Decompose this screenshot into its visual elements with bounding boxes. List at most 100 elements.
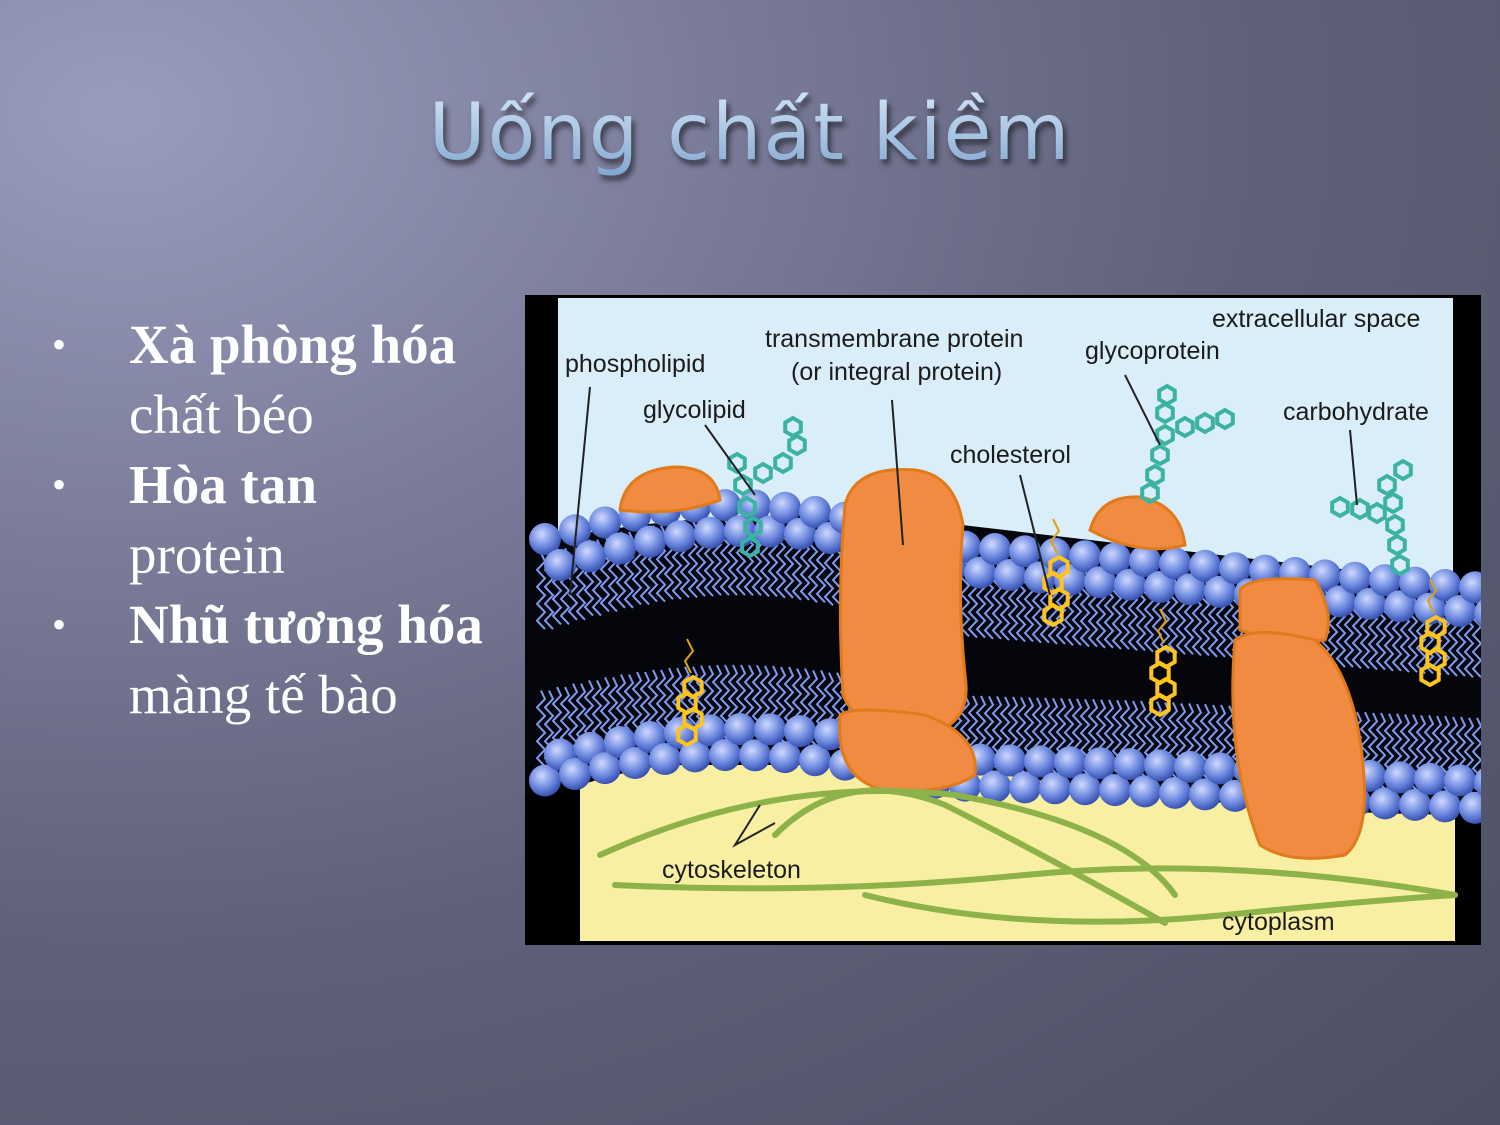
lipid-head [1474, 768, 1481, 796]
lipid-head [1219, 552, 1251, 585]
lipid-head [1204, 575, 1236, 608]
peripheral-protein [618, 465, 722, 514]
lipid-tail [535, 552, 547, 630]
sugar-ring [1195, 411, 1215, 435]
lipid-head [799, 495, 831, 528]
cytoskeleton-fiber [612, 865, 1458, 898]
label-transmembrane-2: (or integral protein) [791, 358, 1002, 386]
transmembrane-protein [838, 467, 968, 737]
transmembrane-protein [1231, 631, 1367, 860]
lipid-head [634, 525, 666, 558]
sugar-ring [753, 461, 773, 485]
cholesterol-tail [1426, 578, 1438, 614]
cholesterol-ring [1425, 614, 1447, 640]
lipid-head [604, 532, 636, 565]
cytoskeleton-fiber [772, 787, 1168, 926]
lipid-head [814, 718, 846, 751]
label-cytoplasm: cytoplasm [1222, 908, 1335, 936]
lipid-head [979, 770, 1011, 803]
lipid-head [769, 741, 801, 774]
sugar-ring [1175, 415, 1195, 439]
lipid-head [1384, 590, 1416, 623]
lipid-head [1399, 788, 1431, 821]
cholesterol-tail [683, 638, 695, 674]
lipid-head [1084, 747, 1116, 780]
lipid-head [529, 523, 561, 556]
cholesterol-ring [1155, 644, 1177, 670]
lipid-head [1024, 745, 1056, 778]
lipid-head [1429, 569, 1461, 601]
sugar-ring [1155, 401, 1175, 425]
lipid-head [1369, 787, 1401, 820]
lipid-head [1204, 752, 1236, 785]
lipid-head [1114, 748, 1146, 781]
lipid-head [769, 491, 801, 524]
lipid-head [1414, 762, 1446, 795]
label-phospholipid: phospholipid [565, 350, 705, 378]
sugar-ring [737, 495, 757, 519]
cholesterol-ring [1042, 602, 1064, 628]
lipid-head [964, 556, 996, 589]
lipid-head [1444, 764, 1476, 797]
sugar-ring [1390, 553, 1410, 577]
sugar-ring [787, 433, 807, 457]
cholesterol-ring [676, 722, 698, 748]
label-glycolipid: glycolipid [643, 396, 746, 424]
bullet-dot-icon: • [52, 462, 67, 507]
sugar-ring [1155, 423, 1175, 447]
lipid-head [1129, 545, 1161, 577]
cholesterol-ring [1155, 676, 1177, 702]
bullet-item: • Nhũ tương hóa màng tế bào [52, 590, 522, 730]
sugar-ring [1377, 473, 1397, 497]
membrane-svg: extracellular space phospholipid transme… [525, 295, 1481, 945]
lipid-head [784, 715, 816, 748]
bullet-item: • Hòa tan protein [52, 450, 522, 590]
bullet-dot-icon: • [52, 602, 67, 647]
sugar-ring [1387, 533, 1407, 557]
sugar-ring [740, 535, 760, 559]
membrane-proteins [618, 465, 1367, 860]
lipid-head [1054, 746, 1086, 779]
bullet-list: • Xà phòng hóa chất béo • Hòa tan protei… [52, 310, 522, 730]
bullet-text: protein [129, 524, 285, 585]
bullet-bold-text: Xà phòng hóa [129, 314, 457, 375]
lipid-head [1354, 587, 1386, 620]
leader-line [1019, 474, 1051, 596]
bullet-item: • Xà phòng hóa chất béo [52, 310, 522, 450]
label-cytoskeleton: cytoskeleton [662, 856, 801, 884]
sugar-ring [783, 415, 803, 439]
sugar-ring [1350, 497, 1370, 521]
cholesterol-tail [1156, 608, 1168, 644]
bullet-bold-text: Hòa tan [129, 454, 317, 515]
lipid-head [664, 520, 696, 553]
lipid-head [1189, 778, 1221, 811]
lipid-head [1144, 749, 1176, 782]
label-cholesterol: cholesterol [950, 441, 1071, 469]
sugar-ring [743, 515, 763, 539]
lipid-head [1069, 773, 1101, 806]
sugar-ring [1393, 458, 1413, 482]
lipid-head [1099, 542, 1131, 575]
lipid-head [589, 506, 621, 539]
leader-line [1349, 429, 1358, 506]
lipid-head [799, 744, 831, 777]
lipid-head [589, 752, 621, 785]
sugar-ring [1215, 407, 1235, 431]
sugar-ring [1330, 495, 1350, 519]
lipid-head [694, 516, 726, 549]
cholesterol-ring [1425, 646, 1447, 672]
bullet-text: màng tế bào [129, 664, 398, 725]
lipid-head [1444, 595, 1476, 627]
lipid-head [574, 540, 606, 573]
cholesterol-ring [682, 706, 704, 732]
lipid-head [1009, 535, 1041, 568]
cholesterol-molecules [676, 518, 1447, 748]
lipid-head [1324, 585, 1356, 618]
leader-line [732, 804, 776, 848]
cholesterol-ring [1149, 692, 1171, 718]
lipid-head [724, 713, 756, 746]
label-carbohydrate: carbohydrate [1283, 398, 1429, 426]
leader-line [891, 399, 904, 546]
label-glycoprotein: glycoprotein [1085, 337, 1220, 365]
lipid-head [1459, 791, 1481, 824]
